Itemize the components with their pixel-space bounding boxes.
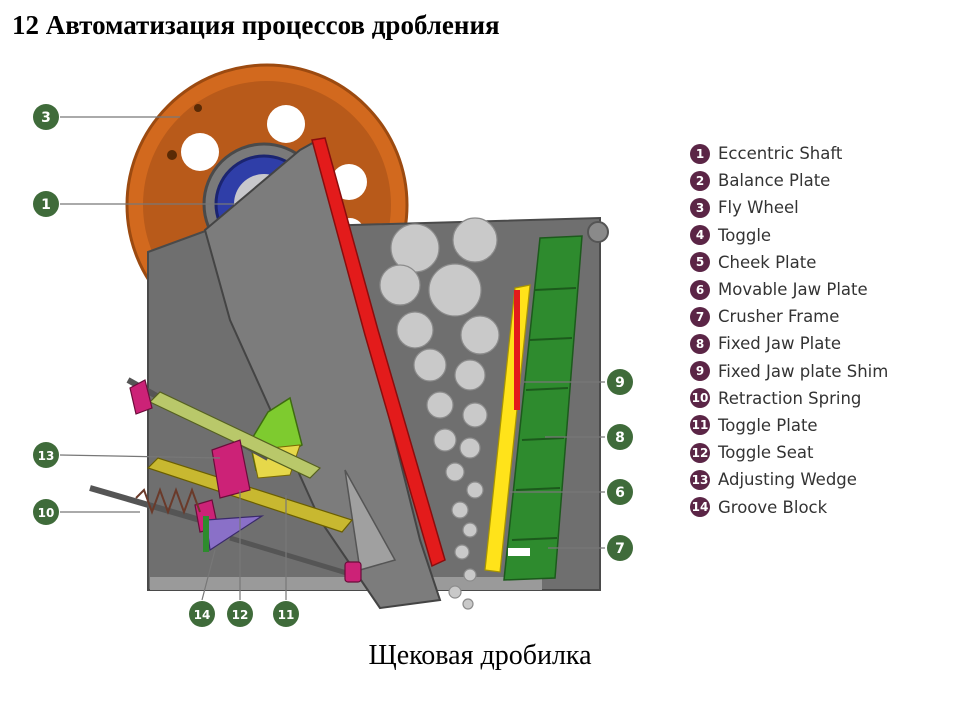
legend-number: 12 <box>690 442 710 463</box>
legend: 1 Eccentric Shaft 2 Balance Plate 3 Fly Whe… <box>690 140 950 521</box>
legend-label: Fixed Jaw Plate <box>718 334 841 354</box>
svg-text:11: 11 <box>278 608 295 622</box>
legend-number: 13 <box>690 469 710 490</box>
legend-number: 10 <box>690 388 710 409</box>
legend-label: Fly Wheel <box>718 198 799 218</box>
legend-item: 11 Toggle Plate <box>690 412 950 439</box>
legend-item: 9 Fixed Jaw plate Shim <box>690 358 950 385</box>
callouts: 3 1 13 10 9 8 6 7 14 12 11 <box>33 104 633 627</box>
legend-label: Crusher Frame <box>718 307 840 327</box>
legend-number: 8 <box>690 333 710 354</box>
legend-item: 10 Retraction Spring <box>690 385 950 412</box>
legend-item: 14 Groove Block <box>690 493 950 520</box>
callout-8: 8 <box>607 424 633 450</box>
legend-number: 5 <box>690 252 710 273</box>
movable-jaw-plate <box>311 137 446 568</box>
fixed-jaw-plate-shim-strip <box>514 290 520 410</box>
legend-label: Fixed Jaw plate Shim <box>718 361 889 381</box>
retraction-spring <box>135 487 201 515</box>
legend-number: 4 <box>690 225 710 246</box>
svg-text:13: 13 <box>38 449 55 463</box>
callout-3: 3 <box>33 104 59 130</box>
fixed-jaw-plate <box>503 235 583 581</box>
callout-1: 1 <box>33 191 59 217</box>
legend-label: Adjusting Wedge <box>718 470 857 490</box>
legend-number: 14 <box>690 497 710 518</box>
legend-label: Toggle Plate <box>718 415 818 435</box>
svg-text:12: 12 <box>232 608 249 622</box>
rocks <box>379 217 500 610</box>
legend-label: Cheek Plate <box>718 252 817 272</box>
leader-lines <box>59 116 605 601</box>
callout-7: 7 <box>607 535 633 561</box>
legend-item: 6 Movable Jaw Plate <box>690 276 950 303</box>
legend-number: 3 <box>690 197 710 218</box>
legend-label: Toggle Seat <box>718 443 814 463</box>
toggle-assembly <box>89 377 354 577</box>
callout-9: 9 <box>607 369 633 395</box>
legend-number: 6 <box>690 279 710 300</box>
svg-text:10: 10 <box>38 506 55 520</box>
legend-label: Groove Block <box>718 497 828 517</box>
svg-text:9: 9 <box>615 375 625 391</box>
legend-item: 2 Balance Plate <box>690 167 950 194</box>
callout-12: 12 <box>227 601 253 627</box>
legend-label: Retraction Spring <box>718 388 862 408</box>
svg-text:3: 3 <box>41 110 51 126</box>
svg-text:6: 6 <box>615 485 625 501</box>
adjusting-wedge <box>203 516 209 552</box>
legend-item: 5 Cheek Plate <box>690 249 950 276</box>
legend-label: Movable Jaw Plate <box>718 280 868 300</box>
diagram-caption: Щековая дробилка <box>368 640 592 671</box>
legend-number: 11 <box>690 415 710 436</box>
legend-number: 9 <box>690 361 710 382</box>
legend-item: 12 Toggle Seat <box>690 439 950 466</box>
legend-number: 1 <box>690 143 710 164</box>
legend-label: Balance Plate <box>718 171 831 191</box>
svg-text:8: 8 <box>615 430 625 446</box>
legend-item: 3 Fly Wheel <box>690 194 950 221</box>
legend-item: 7 Crusher Frame <box>690 303 950 330</box>
legend-label: Eccentric Shaft <box>718 144 843 164</box>
svg-text:1: 1 <box>41 197 51 213</box>
callout-6: 6 <box>607 479 633 505</box>
legend-item: 1 Eccentric Shaft <box>690 140 950 167</box>
slide-title: 12 Автоматизация процессов дробления <box>12 10 500 40</box>
legend-item: 13 Adjusting Wedge <box>690 466 950 493</box>
callout-14: 14 <box>189 601 215 627</box>
svg-text:14: 14 <box>194 608 211 622</box>
toggle <box>129 379 362 583</box>
callout-11: 11 <box>273 601 299 627</box>
callout-10: 10 <box>33 499 59 525</box>
legend-number: 2 <box>690 170 710 191</box>
legend-item: 8 Fixed Jaw Plate <box>690 330 950 357</box>
legend-label: Toggle <box>718 225 772 245</box>
callout-13: 13 <box>33 442 59 468</box>
svg-text:7: 7 <box>615 541 625 557</box>
legend-number: 7 <box>690 306 710 327</box>
legend-item: 4 Toggle <box>690 222 950 249</box>
